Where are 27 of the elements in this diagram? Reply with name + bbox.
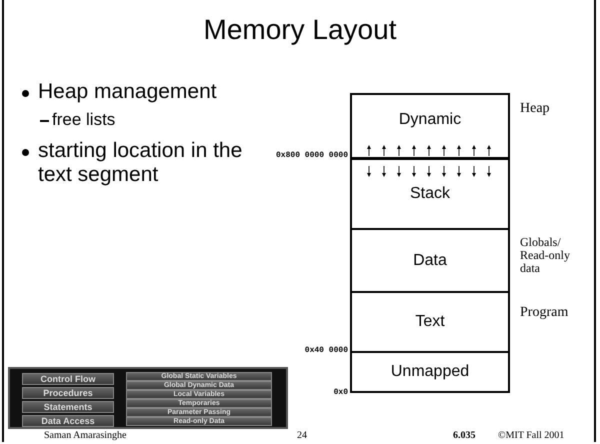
memory-segment (350, 93, 510, 160)
memory-segment (350, 230, 510, 293)
region-label: Program (520, 306, 570, 319)
segment-label: Data (413, 252, 447, 270)
address-label: 0x40 0000 (304, 346, 348, 355)
slide-title: Memory Layout (202, 14, 398, 46)
memory-segment (350, 353, 510, 393)
menu-button: Statements (22, 401, 114, 413)
segment-label: Unmapped (390, 363, 470, 381)
segment-label: Text (415, 313, 445, 331)
segment-label: Dynamic (398, 111, 462, 129)
menu-button: Data Access (22, 415, 114, 427)
course-number: 6.035 (453, 430, 476, 441)
bullet-text: Heap management (38, 80, 218, 104)
memory-segment (350, 293, 510, 353)
sub-bullet-text: free lists (52, 110, 116, 130)
footer-text: Saman Amarasinghe (44, 430, 126, 441)
menu-button: Procedures (22, 387, 114, 399)
copyright-text: ©MIT Fall 2001 (498, 430, 564, 441)
address-label: 0x0 (334, 388, 348, 397)
region-label: Globals/ Read-only data (520, 236, 571, 275)
region-label: Heap (520, 102, 551, 115)
menu-button: Control Flow (22, 373, 114, 385)
bullet-text: starting location in the text segment (38, 139, 244, 187)
page-number: 24 (297, 430, 307, 441)
address-label: 0x800 0000 0000 (276, 151, 348, 160)
segment-label: Stack (410, 185, 450, 203)
